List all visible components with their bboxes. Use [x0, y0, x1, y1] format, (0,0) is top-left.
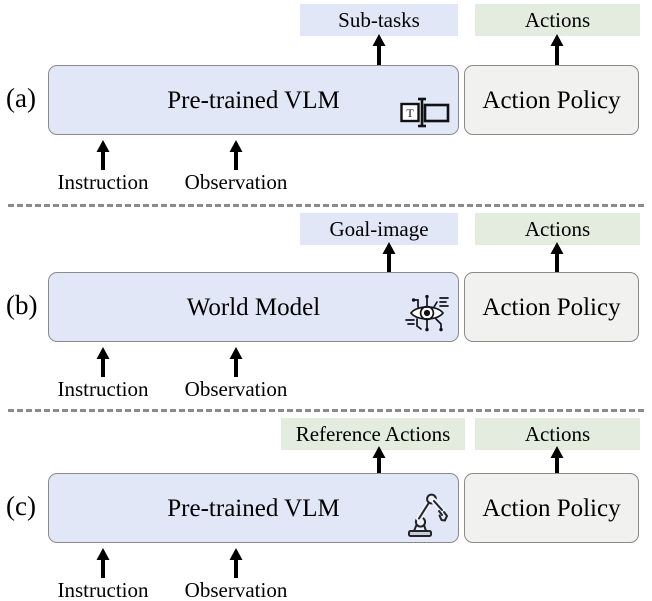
svg-text:T: T	[406, 106, 414, 120]
model-box-label: World Model	[186, 293, 321, 321]
panel-divider-2	[8, 409, 644, 412]
output-chip-actions-b: Actions	[475, 213, 640, 245]
policy-box-label: Action Policy	[482, 86, 621, 114]
arrow-up-observation-b	[228, 347, 244, 377]
output-chip-label: Goal-image	[329, 216, 429, 241]
output-chip-actions-c: Actions	[475, 418, 640, 450]
policy-box-label: Action Policy	[482, 293, 621, 321]
arrow-up-goal-image	[381, 242, 397, 274]
output-chip-actions-a: Actions	[475, 4, 640, 36]
output-chip-label: Actions	[524, 7, 591, 32]
input-label-observation-c: Observation	[184, 578, 288, 601]
arrow-up-actions-b	[549, 242, 565, 274]
arrow-up-actions-a	[549, 34, 565, 67]
robot-arm-icon	[400, 487, 450, 539]
arrow-up-instruction-b	[95, 347, 111, 377]
input-label-observation-a: Observation	[184, 170, 288, 194]
input-label-observation-b: Observation	[184, 377, 288, 401]
panel-divider-1	[8, 204, 644, 207]
output-chip-sub-tasks: Sub-tasks	[300, 4, 458, 36]
model-box-world-model[interactable]: World Model	[48, 272, 459, 342]
output-chip-label: Sub-tasks	[338, 7, 420, 32]
policy-box-action-policy-c[interactable]: Action Policy	[464, 473, 639, 543]
input-label-instruction-b: Instruction	[57, 377, 149, 401]
circuit-eye-icon	[403, 289, 451, 337]
model-box-label: Pre-trained VLM	[167, 86, 340, 114]
model-box-pretrained-vlm-c[interactable]: Pre-trained VLM	[48, 473, 459, 543]
output-chip-label: Reference Actions	[295, 421, 451, 446]
model-box-pretrained-vlm-a[interactable]: Pre-trained VLM T	[48, 65, 459, 135]
panel-letter-c: (c)	[6, 491, 36, 521]
policy-box-action-policy-a[interactable]: Action Policy	[464, 65, 639, 135]
output-chip-label: Actions	[524, 216, 591, 241]
text-prompt-icon: T	[400, 96, 450, 128]
output-chip-reference-actions: Reference Actions	[281, 418, 465, 450]
arrow-up-observation-a	[228, 140, 244, 170]
policy-box-action-policy-b[interactable]: Action Policy	[464, 272, 639, 342]
arrow-up-observation-c	[228, 548, 244, 578]
output-chip-goal-image: Goal-image	[300, 213, 458, 245]
arrow-up-sub-tasks	[371, 34, 387, 67]
input-label-instruction-c: Instruction	[57, 578, 149, 601]
policy-box-label: Action Policy	[482, 494, 621, 522]
panel-letter-a: (a)	[6, 83, 36, 113]
model-box-label: Pre-trained VLM	[167, 494, 340, 522]
arrow-up-instruction-a	[95, 140, 111, 170]
output-chip-label: Actions	[524, 421, 591, 446]
input-label-instruction-a: Instruction	[57, 170, 149, 194]
panel-letter-b: (b)	[6, 290, 38, 320]
arrow-up-instruction-c	[95, 548, 111, 578]
